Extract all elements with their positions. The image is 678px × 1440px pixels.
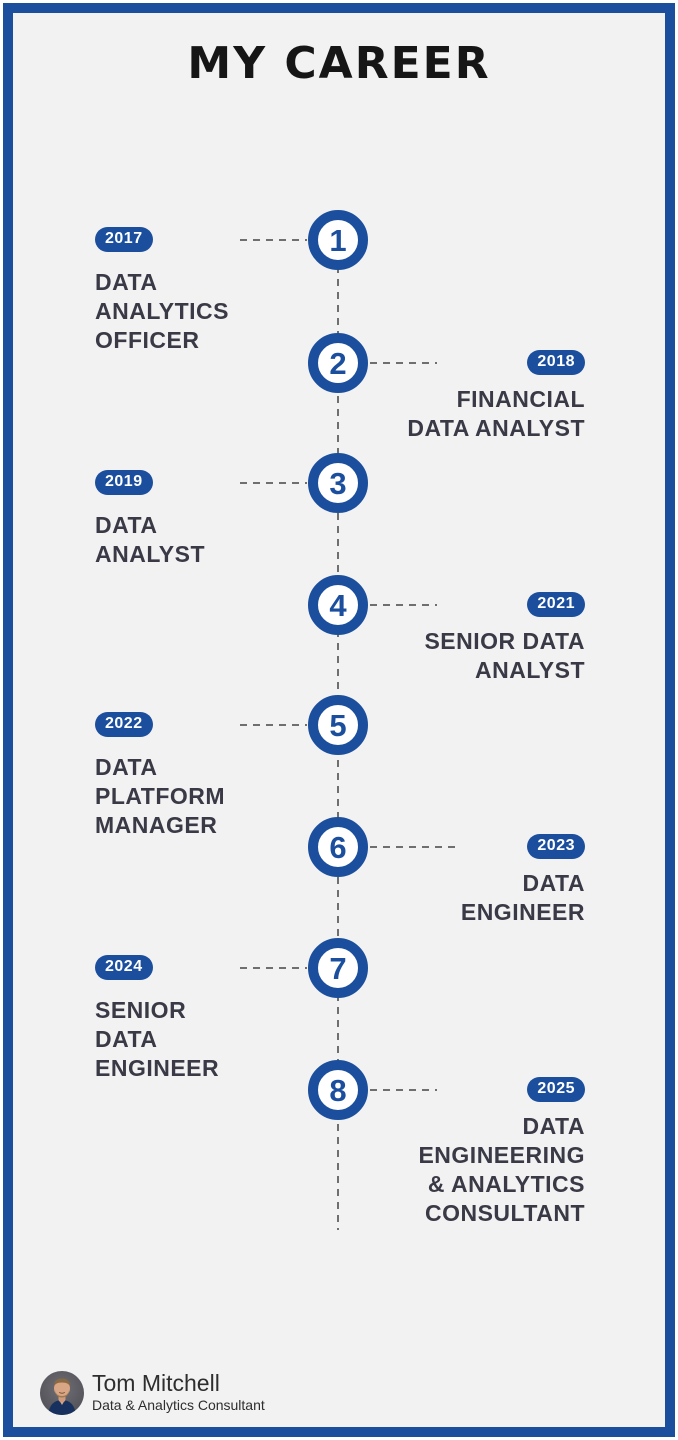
timeline-node-circle: 1 [308,210,368,270]
dash-connector [370,362,437,364]
author-role: Data & Analytics Consultant [92,1397,265,1413]
page-title: MY CAREER [187,38,491,89]
timeline-node-circle: 8 [308,1060,368,1120]
dash-connector [240,967,307,969]
node-number: 7 [329,950,347,986]
dash-connector [240,482,307,484]
node-number: 5 [329,707,347,743]
node-number: 3 [329,465,347,501]
year-badge: 2025 [527,1077,585,1102]
role-title: FINANCIAL DATA ANALYST [407,386,585,441]
role-title: DATA ANALYTICS OFFICER [95,269,229,353]
role-title: DATA ENGINEERING & ANALYTICS CONSULTANT [418,1113,585,1226]
node-number: 2 [329,345,347,381]
year-badge: 2023 [527,834,585,859]
timeline-node-circle: 6 [308,817,368,877]
node-number: 8 [329,1072,347,1108]
node-number: 4 [329,587,347,623]
dash-connector [370,846,460,848]
role-title: DATA ENGINEER [460,870,585,925]
author-name: Tom Mitchell [92,1370,220,1396]
year-badge: 2021 [527,592,585,617]
dash-connector [240,724,307,726]
year-badge: 2019 [95,470,153,495]
person-photo-icon [40,1371,84,1415]
dash-connector [370,1089,437,1091]
node-number: 1 [329,222,347,258]
dash-connector [370,604,437,606]
timeline-node-circle: 2 [308,333,368,393]
dash-connector [240,239,307,241]
role-title: SENIOR DATA ANALYST [424,628,585,683]
role-title: DATA ANALYST [95,512,205,567]
avatar [40,1371,84,1415]
role-title: SENIOR DATA ENGINEER [95,997,220,1081]
timeline-node-circle: 7 [308,938,368,998]
timeline-node-circle: 4 [308,575,368,635]
year-badge: 2017 [95,227,153,252]
year-badge: 2022 [95,712,153,737]
timeline-node-circle: 5 [308,695,368,755]
timeline-node-circle: 3 [308,453,368,513]
role-title: DATA PLATFORM MANAGER [95,754,226,838]
year-badge: 2018 [527,350,585,375]
year-badge: 2024 [95,955,153,980]
footer: Tom Mitchell Data & Analytics Consultant [0,1365,678,1425]
node-number: 6 [329,829,347,865]
